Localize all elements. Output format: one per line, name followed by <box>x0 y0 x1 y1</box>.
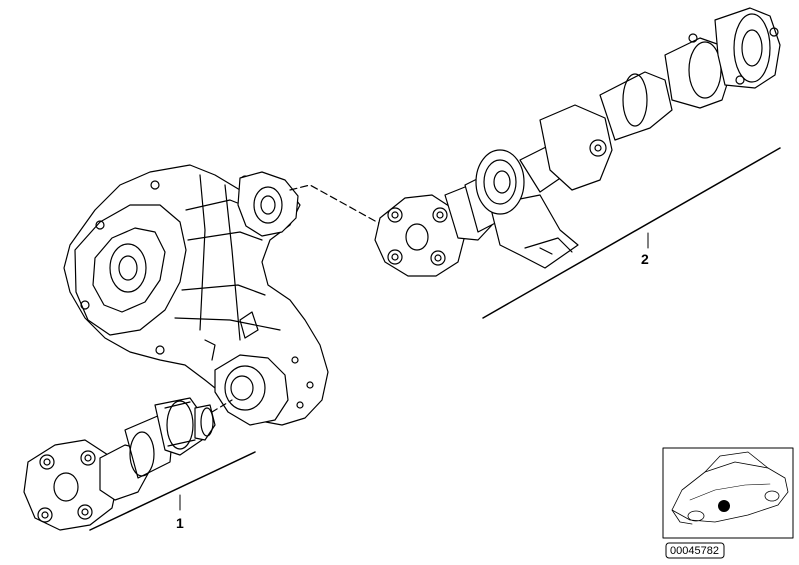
vehicle-locator-thumbnail <box>662 447 794 539</box>
callout-1: 1 <box>176 515 184 531</box>
image-code-badge: 00045782 <box>665 542 725 559</box>
front-propeller-shaft <box>23 397 256 531</box>
location-marker-icon <box>718 500 730 512</box>
rear-propeller-shaft <box>289 7 781 319</box>
callout-2: 2 <box>641 251 649 267</box>
image-code: 00045782 <box>670 545 719 557</box>
transfer-case <box>63 164 329 426</box>
